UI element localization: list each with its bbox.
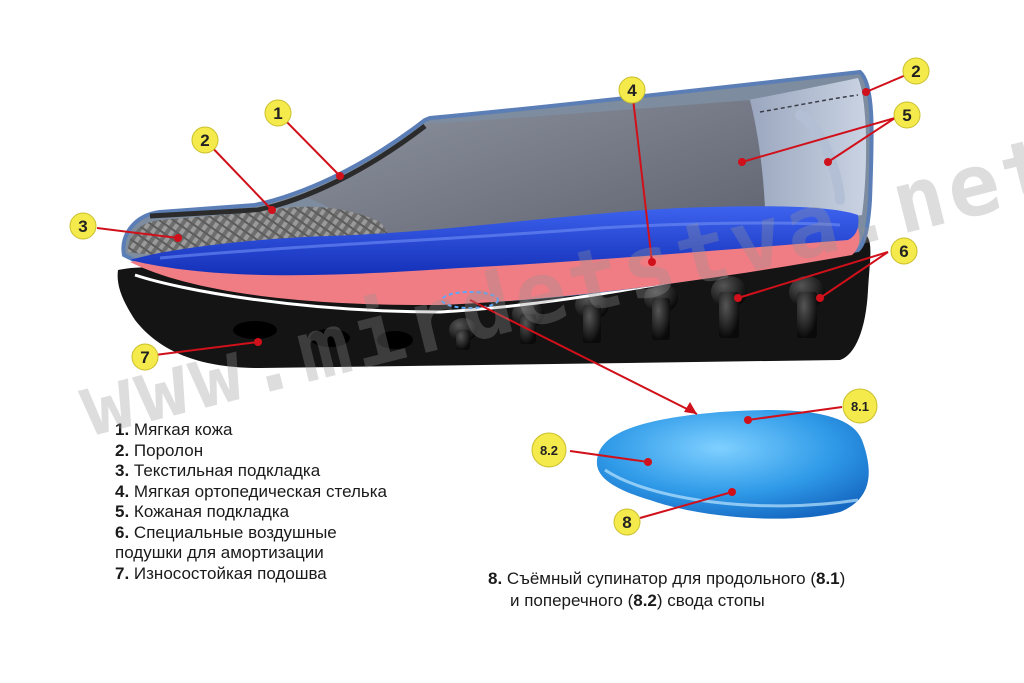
callout-8-1: 8.1 (842, 388, 878, 424)
legend-item-6: 6. Специальные воздушные (115, 522, 337, 542)
callout-6: 6 (890, 237, 918, 265)
callout-7: 7 (131, 343, 159, 371)
legend-item-4: 4. Мягкая ортопедическая стелька (115, 481, 388, 501)
svg-text:6: 6 (899, 242, 908, 261)
callout-1: 1 (264, 99, 292, 127)
callout-8: 8 (613, 508, 641, 536)
callout-3: 3 (69, 212, 97, 240)
callout-8-2: 8.2 (531, 432, 567, 468)
supinator-note-line-1: 8. Съёмный супинатор для продольного (8.… (488, 569, 846, 588)
svg-text:2: 2 (911, 62, 920, 81)
legend-item-5: 5. Кожаная подкладка (115, 502, 290, 521)
svg-text:4: 4 (627, 81, 637, 100)
legend-item-1: 1. Мягкая кожа (115, 420, 233, 439)
callout-4: 4 (618, 76, 646, 104)
removable-supinator (596, 410, 869, 519)
legend-list: 1. Мягкая кожа 2. Поролон 3. Текстильная… (115, 420, 387, 584)
callout-5: 5 (893, 101, 921, 129)
svg-text:8.1: 8.1 (851, 399, 869, 414)
legend-item-2: 2. Поролон (115, 440, 204, 460)
supinator-in-shoe (441, 291, 499, 309)
svg-text:3: 3 (78, 217, 87, 236)
svg-text:1: 1 (273, 104, 282, 123)
svg-text:2: 2 (200, 131, 209, 150)
foam-edge (149, 124, 427, 219)
supinator-note: 8. Съёмный супинатор для продольного (8.… (488, 568, 845, 612)
leader-dots (174, 88, 870, 496)
legend-item-3: 3. Текстильная подкладка (115, 461, 321, 480)
legend-item-7: 7. Износостойкая подошва (115, 563, 327, 583)
svg-text:8.2: 8.2 (540, 443, 558, 458)
svg-text:8: 8 (622, 513, 631, 532)
callout-2-heel: 2 (902, 57, 930, 85)
callout-2-foam: 2 (191, 126, 219, 154)
supinator-note-line-2: и поперечного (8.2) свода стопы (510, 591, 765, 610)
svg-text:7: 7 (140, 348, 149, 367)
legend-item-6-cont: подушки для амортизации (115, 543, 324, 562)
arrow-head (684, 402, 697, 414)
leader-lines (96, 71, 914, 519)
svg-text:5: 5 (902, 106, 911, 125)
air-pods-group (233, 276, 825, 350)
